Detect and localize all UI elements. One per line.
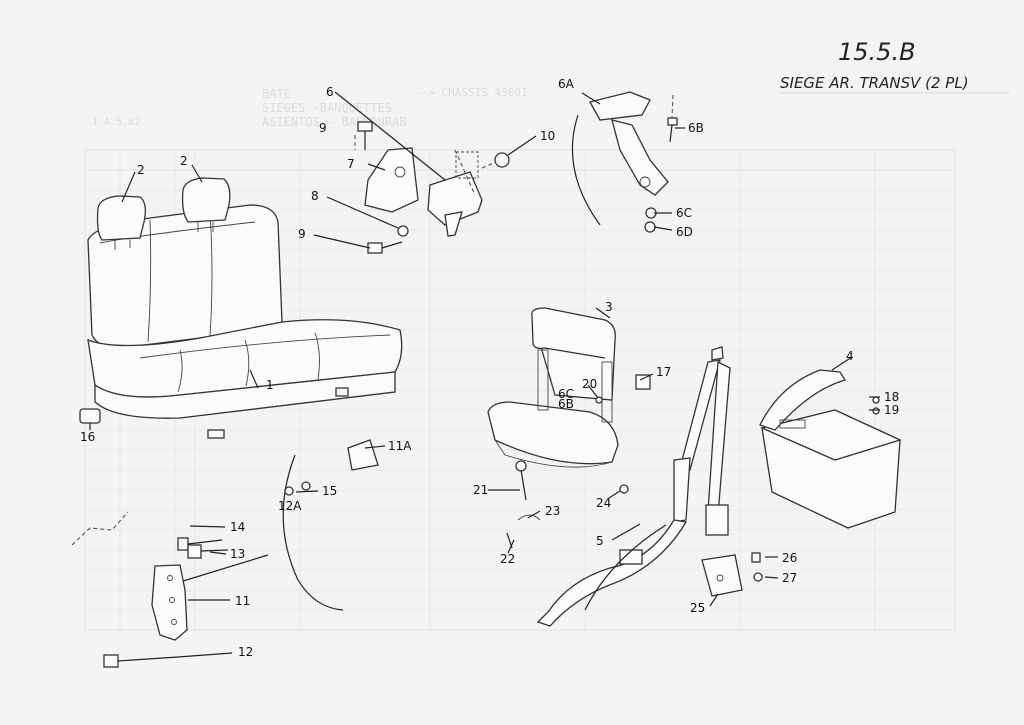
callout-13: 13 [230, 547, 245, 561]
callout-12: 12 [238, 645, 253, 659]
callout-3: 3 [605, 300, 613, 314]
callout-11a: 11A [388, 439, 412, 453]
callout-6c-seat: 6C [558, 387, 574, 401]
bg-text-ref: 1-A.5.82 [92, 117, 140, 128]
callout-5: 5 [596, 534, 604, 548]
callout-6: 6 [326, 85, 334, 99]
callout-7: 7 [347, 157, 355, 171]
callout-2b: 2 [180, 154, 188, 168]
callout-17: 17 [656, 365, 671, 379]
storage-box-drawing [759, 369, 902, 529]
bg-text-1: BATE [262, 87, 291, 101]
callout-24: 24 [596, 496, 611, 510]
single-seat-drawing [487, 307, 651, 549]
callout-4: 4 [846, 349, 854, 363]
callout-6d: 6D [676, 225, 693, 239]
callout-9a: 9 [319, 121, 327, 135]
callout-8: 8 [311, 189, 319, 203]
callout-11: 11 [235, 594, 250, 608]
callout-18: 18 [884, 390, 899, 404]
bg-text-4: --> CHASSIS 45001 [415, 86, 528, 99]
callout-12a: 12A [278, 499, 302, 513]
callout-27: 27 [782, 571, 797, 585]
leader-lines [89, 91, 880, 658]
callout-2a: 2 [137, 163, 145, 177]
callout-9b: 9 [298, 227, 306, 241]
sheet-code: 15.5.B [838, 38, 916, 66]
callout-10: 10 [540, 129, 555, 143]
seat-belt-drawing [536, 346, 731, 627]
callout-6b: 6B [688, 121, 704, 135]
callout-25: 25 [690, 601, 705, 615]
bg-text-2: SIEGES -BANQUETTES [262, 101, 392, 115]
callout-16: 16 [80, 430, 95, 444]
callout-1: 1 [266, 378, 274, 392]
callout-6b-seat: 6B [558, 397, 574, 411]
hinge-brackets-drawing [354, 121, 510, 254]
callout-6c: 6C [676, 206, 692, 220]
callout-labels: 1 2 2 3 4 5 6 6A 6B 6B 6C 6C 6D 7 8 9 9 … [80, 77, 899, 659]
callout-6a: 6A [558, 77, 575, 91]
mount-bracket-drawing [701, 552, 763, 597]
callout-22: 22 [500, 552, 515, 566]
anchor-plate-drawing [71, 439, 379, 668]
bench-seat-drawing [79, 177, 403, 439]
callout-21: 21 [473, 483, 488, 497]
callout-23: 23 [545, 504, 560, 518]
callout-14: 14 [230, 520, 245, 534]
belt-buckle-detail-drawing [571, 91, 678, 233]
callout-20: 20 [582, 377, 597, 391]
callout-26: 26 [782, 551, 797, 565]
callout-19: 19 [884, 403, 899, 417]
sheet-title: SIEGE AR. TRANSV (2 PL) [780, 74, 969, 92]
bg-text-3: ASIENTOS - BANKDURAB [262, 115, 407, 129]
callout-15: 15 [322, 484, 337, 498]
